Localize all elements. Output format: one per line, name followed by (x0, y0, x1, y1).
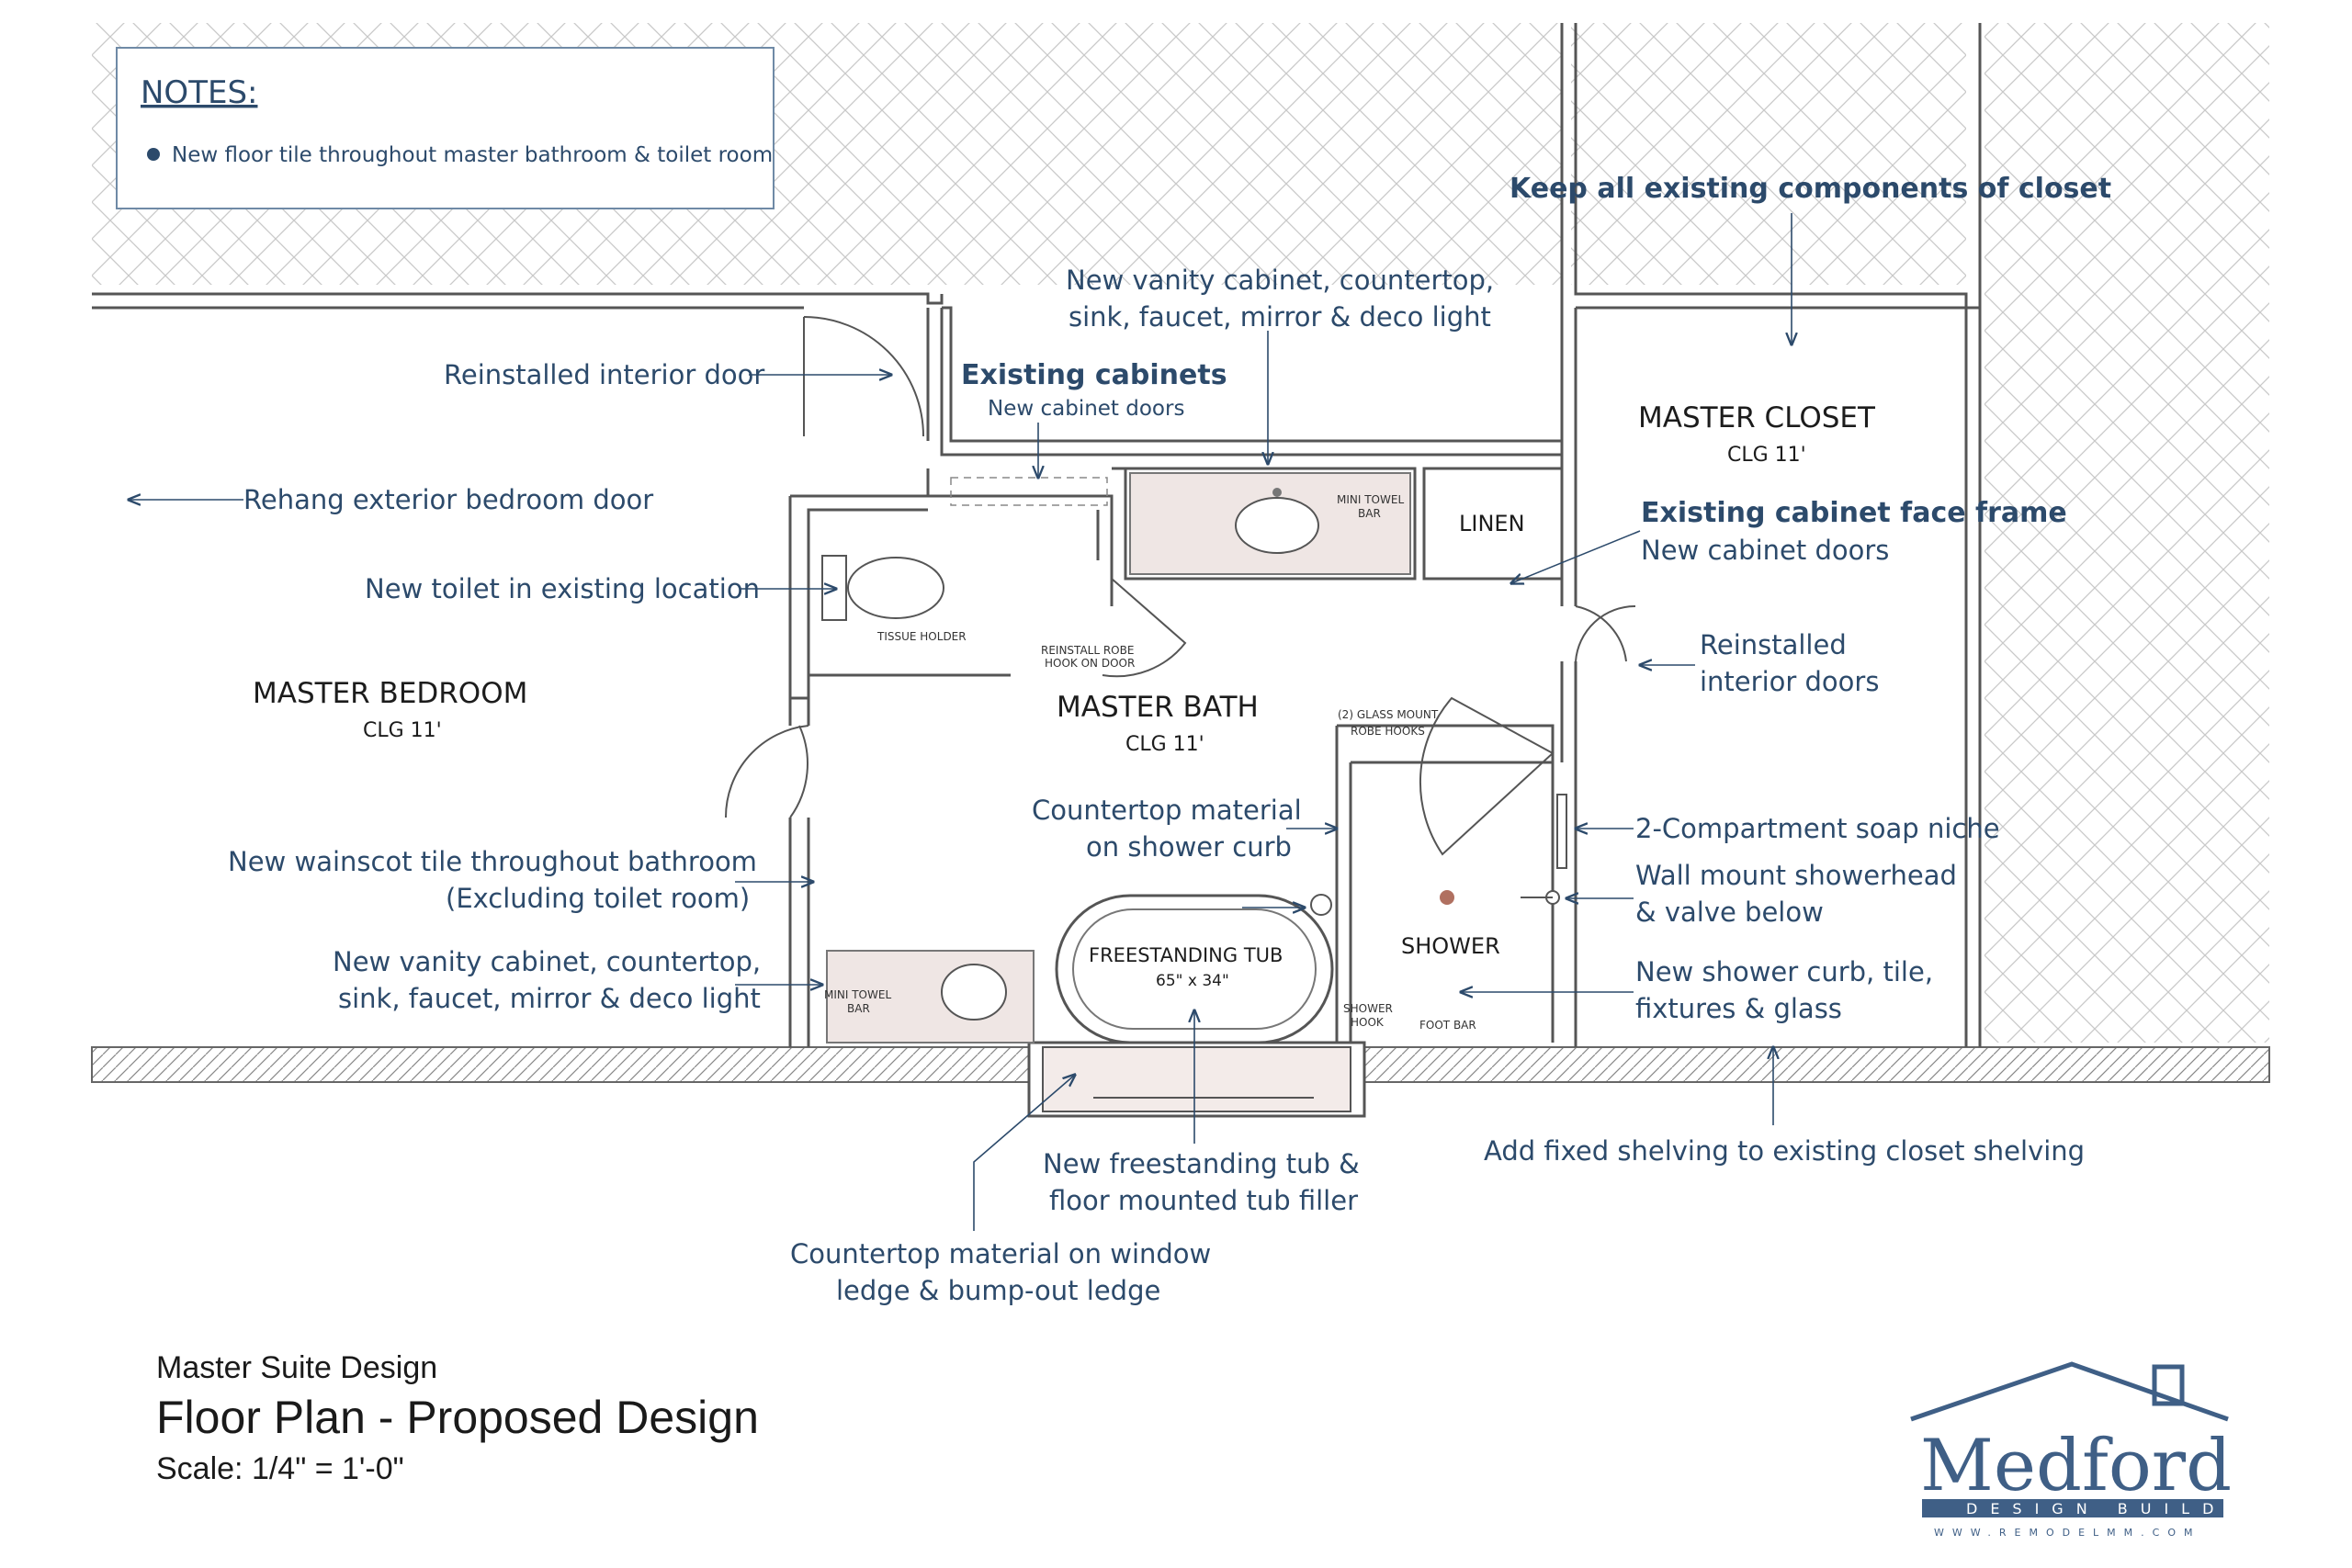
toilet-tank (821, 555, 847, 621)
notes-box (116, 47, 775, 209)
logo-name: Medford (1920, 1425, 2232, 1507)
tub-title: FREESTANDING TUB (1089, 944, 1283, 966)
callout-shower-curb-2: fixtures & glass (1635, 993, 1842, 1024)
callout-shower-curb-1: New shower curb, tile, (1635, 956, 1933, 987)
sink-lower (941, 964, 1007, 1021)
callout-face-frame: Existing cabinet face frame (1641, 497, 2067, 529)
closet-label: MASTER CLOSET (1638, 401, 1876, 434)
callout-tub-2: floor mounted tub filler (1049, 1185, 1358, 1216)
callout-showerhead-1: Wall mount showerhead (1635, 860, 1957, 891)
callout-showerhead-2: & valve below (1635, 897, 1824, 928)
sink-upper (1235, 497, 1319, 554)
glass-hooks-2: ROBE HOOKS (1351, 725, 1425, 738)
shower-label: SHOWER (1401, 933, 1500, 959)
callout-curb-2: on shower curb (1086, 831, 1292, 863)
callout-vanity-bottom-2: sink, faucet, mirror & deco light (338, 983, 761, 1014)
mini-towel-lower: MINI TOWEL (824, 988, 891, 1001)
bath-clg: CLG 11' (1125, 733, 1204, 756)
shower-hook-1: SHOWER (1343, 1002, 1393, 1015)
bedroom-clg: CLG 11' (363, 719, 442, 742)
exterior-wall-left (91, 1046, 1030, 1083)
bedroom-label: MASTER BEDROOM (253, 677, 527, 710)
callout-reinstalled-doors-2: interior doors (1700, 666, 1879, 697)
closet-clg: CLG 11' (1727, 444, 1806, 467)
existing-cabinets-rect (950, 477, 1108, 506)
shower-drain-icon (1440, 890, 1454, 905)
callout-vanity-bottom-1: New vanity cabinet, countertop, (333, 946, 761, 977)
bath-label: MASTER BATH (1057, 691, 1259, 724)
vanity-upper (1129, 472, 1411, 575)
leader-lines (129, 213, 1792, 1231)
notes-bullet (147, 148, 160, 161)
medford-logo: Medford DESIGN BUILD WWW.REMODELMM.COM (1910, 1361, 2232, 1539)
linen-label: LINEN (1459, 511, 1525, 536)
mini-towel-upper: MINI TOWEL (1337, 493, 1404, 506)
tub-size: 65" x 34" (1156, 972, 1229, 990)
logo-tagline: DESIGN BUILD (1966, 1500, 2226, 1517)
notes-heading: NOTES: (141, 74, 257, 111)
callout-existing-cabinets: Existing cabinets (961, 359, 1227, 391)
hatch-top-right (1571, 23, 1966, 285)
soap-niche-icon (1556, 794, 1567, 869)
callout-tub-1: New freestanding tub & (1043, 1148, 1360, 1179)
callout-vanity-top-2: sink, faucet, mirror & deco light (1069, 301, 1491, 333)
callout-new-cabinet-doors: New cabinet doors (988, 397, 1184, 421)
exterior-wall-right (1363, 1046, 2270, 1083)
callout-keep-closet: Keep all existing components of closet (1510, 173, 2111, 205)
robe-hook-1: REINSTALL ROBE (1041, 644, 1134, 657)
project-name: Master Suite Design (156, 1350, 437, 1385)
callout-curb-1: Countertop material (1032, 795, 1302, 826)
notes-item: New floor tile throughout master bathroo… (172, 143, 773, 167)
bar-lower: BAR (847, 1002, 870, 1015)
toilet-bowl-icon (847, 557, 944, 619)
callout-reinstalled-door: Reinstalled interior door (444, 359, 764, 390)
callout-shelving: Add fixed shelving to existing closet sh… (1484, 1135, 2085, 1167)
callout-window-2: ledge & bump-out ledge (836, 1275, 1160, 1306)
logo-url: WWW.REMODELMM.COM (1934, 1527, 2200, 1539)
hatch-right (1984, 23, 2269, 1043)
callout-reinstalled-doors-1: Reinstalled (1700, 629, 1847, 660)
bar-upper: BAR (1358, 507, 1381, 520)
tissue-holder: TISSUE HOLDER (876, 630, 967, 643)
bump-out-ledge (1042, 1046, 1351, 1112)
callout-rehang: Rehang exterior bedroom door (243, 484, 653, 515)
drawing-scale: Scale: 1/4" = 1'-0" (156, 1451, 404, 1486)
callout-face-frame-doors: New cabinet doors (1641, 535, 1889, 566)
callout-toilet: New toilet in existing location (365, 573, 760, 604)
robe-hook-2: HOOK ON DOOR (1045, 657, 1135, 670)
door-swings (724, 316, 1636, 856)
callout-window-1: Countertop material on window (790, 1238, 1211, 1269)
glass-hooks-1: (2) GLASS MOUNT (1338, 708, 1439, 721)
callout-wainscot-2: (Excluding toilet room) (446, 883, 750, 914)
callout-soap: 2-Compartment soap niche (1635, 813, 2000, 844)
drawing-title: Floor Plan - Proposed Design (156, 1392, 759, 1443)
callout-wainscot-1: New wainscot tile throughout bathroom (228, 846, 757, 877)
foot-bar: FOOT BAR (1419, 1019, 1476, 1032)
shower-hook-2: HOOK (1351, 1016, 1385, 1029)
faucet-upper (1272, 488, 1282, 497)
callout-vanity-top-1: New vanity cabinet, countertop, (1066, 265, 1494, 296)
tub-filler-icon (1310, 894, 1332, 916)
